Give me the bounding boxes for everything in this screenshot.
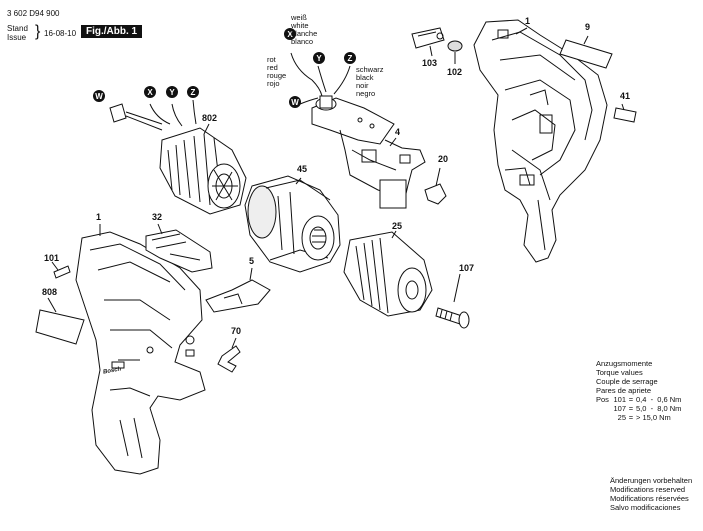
torque-row: 107 = 5,0 - 8,0 Nm [596, 404, 700, 413]
torque-title-fr: Couple de serrage [596, 377, 658, 386]
part-number-107: 107 [459, 263, 475, 273]
wire-white-legend: weiß white blanche blanco [291, 14, 317, 46]
wire-black-es: negro [356, 89, 376, 98]
gearbox [244, 175, 341, 273]
modifications-de: Änderungen vorbehalten [610, 476, 693, 485]
torque-row: 25 = > 15,0 Nm [596, 413, 700, 422]
part-number-5: 5 [249, 256, 255, 266]
part-number-1-left: 1 [96, 212, 102, 222]
wire-black-de: schwarz [356, 65, 384, 74]
brace: } [35, 23, 41, 40]
torque-eq: = [628, 404, 634, 413]
wire-black-en: black [356, 73, 374, 82]
wire-black-legend: schwarz black noir negro [356, 66, 384, 98]
connector-y-left: Y [166, 86, 178, 98]
torque-prefix [596, 413, 610, 422]
modifications-en: Modifications reserved [610, 485, 686, 494]
modifications-fr: Modifications réservées [610, 494, 689, 503]
torque-value: > 15,0 Nm [636, 413, 671, 422]
modifications-es: Salvo modificaciones [610, 503, 681, 512]
torque-prefix: Pos [596, 395, 609, 404]
part-number-802: 802 [202, 113, 218, 123]
chuck [343, 231, 433, 317]
part-number-70: 70 [231, 326, 242, 336]
torque-value: 0,4 - 0,6 Nm [636, 395, 682, 404]
connector-x-top: X [284, 28, 296, 40]
modifications-note: Änderungen vorbehalten Modifications res… [610, 476, 702, 512]
wire-red-de: rot [267, 55, 276, 64]
part-number-1-right: 1 [525, 16, 531, 26]
wire-red-en: red [267, 63, 278, 72]
connector-y-top: Y [313, 52, 325, 64]
label-plate-9 [559, 39, 613, 69]
stand-label: Stand [7, 24, 28, 33]
connector-x-left: X [144, 86, 156, 98]
part-number-103: 103 [422, 58, 438, 68]
part-number-45: 45 [297, 164, 308, 174]
part-number-41: 41 [620, 91, 631, 101]
part-number-808: 808 [42, 287, 58, 297]
torque-pos: 107 [613, 404, 626, 413]
connector-z-top: Z [344, 52, 356, 64]
torque-title-de: Anzugsmomente [596, 359, 653, 368]
torque-title-es: Pares de apriete [596, 386, 652, 395]
switch-module [311, 95, 426, 209]
part-number-9: 9 [585, 22, 591, 32]
part-number-4: 4 [395, 127, 401, 137]
torque-value: 5,0 - 8,0 Nm [636, 404, 682, 413]
connector-w-top: W [289, 96, 301, 108]
torque-prefix [596, 404, 610, 413]
connector-w-left: W [93, 90, 105, 102]
wire-black-fr: noir [356, 81, 369, 90]
left-housing-shell [75, 231, 206, 475]
doc-number: 3 602 D94 900 [7, 9, 60, 18]
figure-label: Fig./Abb. 1 [81, 25, 143, 38]
motor-assembly [109, 99, 247, 215]
part-number-32: 32 [152, 212, 163, 222]
torque-pos: 25 [617, 413, 626, 422]
wire-red-es: rojo [267, 79, 280, 88]
torque-pos: 101 [613, 395, 626, 404]
wire-white-en: white [291, 21, 309, 30]
wire-white-de: weiß [291, 13, 307, 22]
torque-note: Anzugsmomente Torque values Couple de se… [596, 359, 700, 422]
part-number-25: 25 [392, 221, 403, 231]
part-number-101: 101 [44, 253, 60, 263]
part-number-102: 102 [447, 67, 463, 77]
torque-eq: = [628, 413, 634, 422]
issue-label: Issue [7, 33, 27, 42]
wire-white-es: blanco [291, 37, 314, 46]
wire-white-fr: blanche [291, 29, 318, 38]
torque-title-en: Torque values [596, 368, 643, 377]
issue-date: 16-08-10 [44, 29, 77, 38]
wire-red-fr: rouge [267, 71, 287, 80]
right-housing-shell [473, 19, 608, 263]
connector-z-left: Z [187, 86, 199, 98]
torque-row: Pos 101 = 0,4 - 0,6 Nm [596, 395, 700, 404]
wire-red-legend: rot red rouge rojo [267, 56, 286, 88]
part-number-20: 20 [438, 154, 449, 164]
torque-eq: = [628, 395, 634, 404]
